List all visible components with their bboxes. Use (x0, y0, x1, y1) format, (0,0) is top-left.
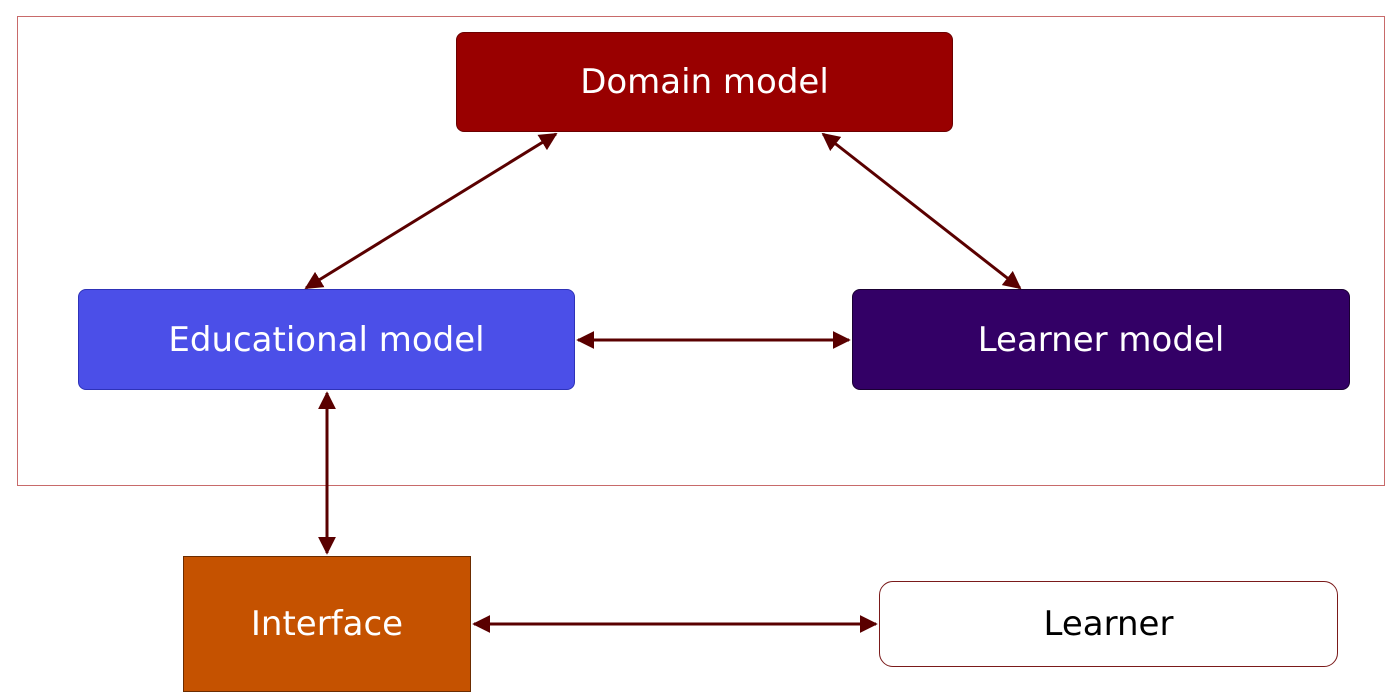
learner-model-box: Learner model (852, 289, 1350, 390)
system-boundary-frame (17, 16, 1385, 486)
learner-box: Learner (879, 581, 1338, 667)
domain-model-label: Domain model (580, 62, 829, 102)
interface-box: Interface (183, 556, 471, 692)
arrow-domain-learner-model (821, 132, 1022, 290)
educational-model-box: Educational model (78, 289, 575, 390)
learner-model-label: Learner model (977, 319, 1225, 360)
domain-model-box: Domain model (456, 32, 953, 132)
educational-model-label: Educational model (168, 319, 485, 360)
interface-label: Interface (250, 604, 404, 644)
arrow-educational-domain (304, 132, 558, 290)
learner-label: Learner (1043, 604, 1174, 644)
